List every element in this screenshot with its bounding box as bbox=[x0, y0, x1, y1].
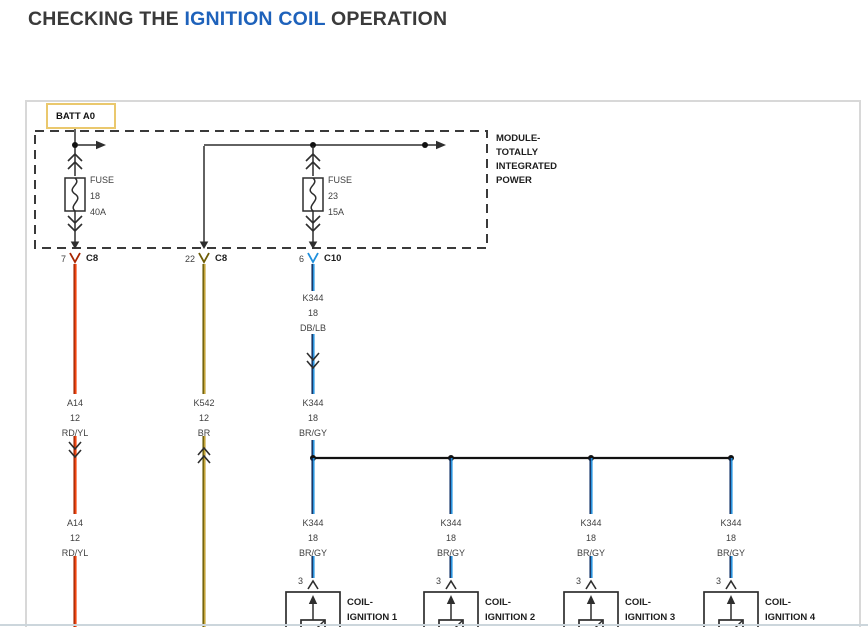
coil-name-line2: IGNITION 4 bbox=[765, 612, 816, 623]
bottom-divider bbox=[0, 624, 868, 626]
wire-label-color: DB/LB bbox=[299, 323, 326, 333]
coil-pin: 3 bbox=[575, 576, 581, 586]
branch-wire-gauge: 18 bbox=[307, 533, 318, 543]
connector1-name: C8 bbox=[86, 253, 99, 264]
connector2-pin: 22 bbox=[184, 254, 195, 264]
fuse1-number: 18 bbox=[90, 191, 101, 201]
wire-k542-brown bbox=[197, 264, 211, 627]
module-name-line1: MODULE- bbox=[496, 133, 541, 144]
branch-wire-gauge: 18 bbox=[445, 533, 456, 543]
branch-wire-circuit: K344 bbox=[720, 518, 742, 528]
fuse2-rating: 15A bbox=[328, 207, 345, 217]
connector3-name: C10 bbox=[324, 253, 342, 264]
coil-pin: 3 bbox=[435, 576, 441, 586]
branch-wire-color: BR/GY bbox=[716, 548, 745, 558]
wire-label-circuit: A14 bbox=[66, 398, 83, 408]
branch-wire-circuit: K344 bbox=[302, 518, 324, 528]
fuse2-name: FUSE bbox=[328, 175, 353, 185]
battery-feed-label: BATT A0 bbox=[56, 110, 96, 122]
wire-a14-red bbox=[68, 264, 82, 627]
fuse-23-icon bbox=[302, 152, 324, 233]
wire-label-gauge: 12 bbox=[69, 533, 80, 543]
wire-label-gauge: 18 bbox=[307, 308, 318, 318]
coil-name-line1: COIL- bbox=[765, 597, 791, 608]
battery-feed-box: BATT A0 bbox=[46, 103, 116, 129]
module-name-line2: TOTALLY bbox=[496, 147, 539, 158]
connector1-pin: 7 bbox=[60, 254, 66, 264]
wire-k344-blue-main bbox=[306, 264, 320, 456]
page-title: CHECKING THE IGNITION COIL OPERATION bbox=[28, 8, 447, 31]
branch-wires-blue bbox=[311, 458, 733, 578]
coil-name-line1: COIL- bbox=[485, 597, 511, 608]
wire-label-circuit: A14 bbox=[66, 518, 83, 528]
wire-label-color: BR bbox=[197, 428, 211, 438]
wire-label-circuit: K542 bbox=[193, 398, 215, 408]
coil-name-line1: COIL- bbox=[347, 597, 373, 608]
wire-label-gauge: 18 bbox=[307, 413, 318, 423]
coil-name-line2: IGNITION 2 bbox=[485, 612, 536, 623]
fuse1-name: FUSE bbox=[90, 175, 115, 185]
branch-wire-circuit: K344 bbox=[580, 518, 602, 528]
module-name-line4: POWER bbox=[496, 175, 532, 186]
connector3-pin: 6 bbox=[298, 254, 304, 264]
wire-label-circuit: K344 bbox=[302, 293, 324, 303]
title-highlight: IGNITION COIL bbox=[184, 8, 326, 30]
coil-name-line1: COIL- bbox=[625, 597, 651, 608]
coil-pin: 3 bbox=[715, 576, 721, 586]
coil-bus-line bbox=[310, 455, 734, 461]
coil-pin: 3 bbox=[297, 576, 303, 586]
fuse2-number: 23 bbox=[328, 191, 339, 201]
connector2-name: C8 bbox=[215, 253, 228, 264]
branch-wire-color: BR/GY bbox=[436, 548, 465, 558]
fuse1-rating: 40A bbox=[90, 207, 107, 217]
wire-label-color: BR/GY bbox=[298, 428, 327, 438]
coil-name-line2: IGNITION 1 bbox=[347, 612, 398, 623]
branch-wire-color: BR/GY bbox=[298, 548, 327, 558]
coil-name-line2: IGNITION 3 bbox=[625, 612, 676, 623]
title-prefix: CHECKING THE bbox=[28, 8, 185, 30]
connector-y-icons bbox=[69, 252, 319, 264]
branch-wire-gauge: 18 bbox=[725, 533, 736, 543]
wire-label-color: RD/YL bbox=[61, 548, 89, 558]
wire-label-circuit: K344 bbox=[302, 398, 324, 408]
branch-wire-circuit: K344 bbox=[440, 518, 462, 528]
module-name-line3: INTEGRATED bbox=[496, 161, 558, 172]
power-distribution-lines bbox=[70, 127, 446, 249]
title-suffix: OPERATION bbox=[325, 8, 448, 30]
diagram-panel bbox=[25, 100, 861, 627]
wire-label-color: RD/YL bbox=[61, 428, 89, 438]
fuse-18-icon bbox=[64, 152, 86, 233]
module-dashed-boundary bbox=[34, 130, 488, 249]
branch-wire-color: BR/GY bbox=[576, 548, 605, 558]
wire-label-gauge: 12 bbox=[69, 413, 80, 423]
branch-wire-gauge: 18 bbox=[585, 533, 596, 543]
wire-label-gauge: 12 bbox=[198, 413, 209, 423]
